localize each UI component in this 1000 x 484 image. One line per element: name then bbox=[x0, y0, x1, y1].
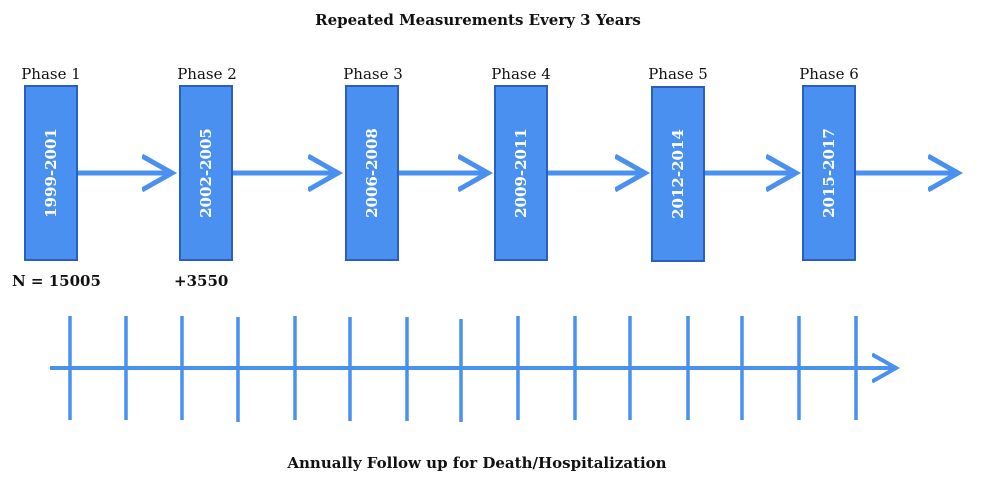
followup-caption: Annually Follow up for Death/Hospitaliza… bbox=[286, 454, 666, 472]
phase-count: +3550 bbox=[174, 272, 228, 290]
phase-box bbox=[24, 85, 78, 261]
phase-label: Phase 6 bbox=[799, 65, 859, 83]
annual-followup-timeline bbox=[50, 316, 896, 422]
phase-2: Phase 2 2002-2005 +3550 bbox=[174, 65, 237, 290]
timeline-ticks bbox=[68, 316, 858, 422]
phase-box bbox=[651, 86, 705, 262]
phase-6: Phase 6 2015-2017 bbox=[799, 65, 859, 261]
phase-5: Phase 5 2012-2014 bbox=[648, 65, 708, 262]
phase-years: 1999-2001 bbox=[42, 128, 60, 218]
phase-label: Phase 2 bbox=[177, 65, 237, 83]
phase-years: 2009-2011 bbox=[512, 128, 530, 218]
phase-years: 2002-2005 bbox=[197, 128, 215, 218]
phase-label: Phase 4 bbox=[491, 65, 551, 83]
phase-label: Phase 3 bbox=[343, 65, 403, 83]
phase-years: 2006-2008 bbox=[363, 128, 381, 218]
phase-box bbox=[802, 85, 856, 261]
phase-label: Phase 1 bbox=[21, 65, 81, 83]
phase-3: Phase 3 2006-2008 bbox=[343, 65, 403, 261]
phase-box bbox=[494, 85, 548, 261]
phase-4: Phase 4 2009-2011 bbox=[491, 65, 551, 261]
phase-years: 2012-2014 bbox=[669, 129, 687, 219]
phase-label: Phase 5 bbox=[648, 65, 708, 83]
phase-1: Phase 1 1999-2001 N = 15005 bbox=[12, 65, 101, 290]
phase-box bbox=[179, 85, 233, 261]
phase-years: 2015-2017 bbox=[820, 128, 838, 218]
diagram-title: Repeated Measurements Every 3 Years bbox=[315, 11, 641, 29]
phase-count: N = 15005 bbox=[12, 272, 101, 290]
phase-box bbox=[345, 85, 399, 261]
